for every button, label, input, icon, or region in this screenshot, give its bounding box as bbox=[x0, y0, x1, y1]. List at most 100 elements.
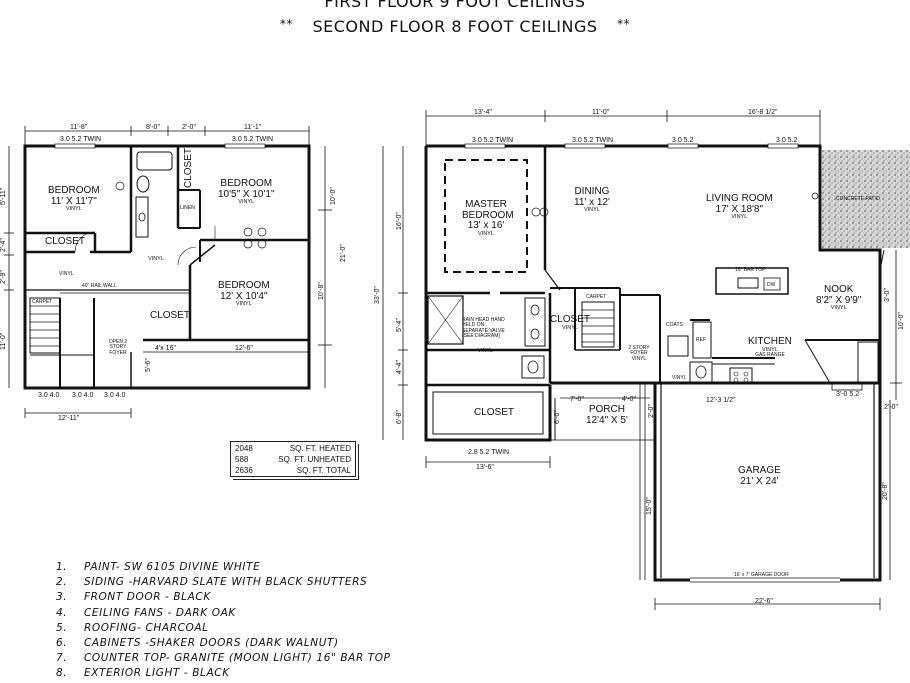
finish-notes-list: 1. PAINT- SW 6105 DIVINE WHITE 2.SIDING -… bbox=[56, 561, 391, 683]
window-spec: 3.0 4.0 bbox=[72, 392, 94, 399]
room-master-bedroom: MASTER BEDROOM 13' x 16' VINYL bbox=[462, 199, 514, 237]
dim-top: 13'-4" bbox=[474, 109, 492, 116]
dim-left: 5'-11" bbox=[0, 187, 7, 205]
window-spec: 3.0 5.2 TWIN bbox=[232, 136, 274, 143]
dim-garage-left: 15'-0" bbox=[646, 497, 653, 515]
window-spec: 3'-0 5.2 bbox=[836, 391, 860, 398]
room-floor: VINYL bbox=[238, 199, 255, 205]
note-text: COUNTER TOP- GRANITE (MOON LIGHT) 16" BA… bbox=[84, 652, 391, 665]
note-number: 1. bbox=[56, 561, 68, 573]
note-item: 6. CABINETS -SHAKER DOORS (DARK WALNUT) bbox=[56, 637, 391, 652]
note-item: 8.EXTERIOR LIGHT - BLACK bbox=[56, 667, 391, 682]
linen-label: LINEN bbox=[180, 205, 195, 211]
note-number: 6. bbox=[56, 636, 68, 649]
carpet-label: CARPET bbox=[32, 299, 53, 305]
dim-garage-bottom: 22'-6" bbox=[755, 598, 773, 605]
note-number: 3. bbox=[56, 591, 68, 604]
ceiling-note-second-floor: SECOND FLOOR 8 FOOT CEILINGS bbox=[312, 17, 598, 36]
window-spec: 3.0 5.2 bbox=[672, 137, 694, 144]
window-spec: 3.0 5.2 TWIN bbox=[472, 137, 514, 144]
room-name: GARAGE bbox=[738, 465, 781, 476]
floor-label: VINYL bbox=[478, 348, 493, 354]
dim-bottom: 13'-6" bbox=[476, 464, 494, 471]
room-size: 12' X 10'4" bbox=[220, 290, 268, 302]
room-floor: VINYL bbox=[478, 230, 494, 237]
dim-left: 16'-0" bbox=[396, 212, 403, 230]
note-text: ROOFING- CHARCOAL bbox=[84, 621, 209, 634]
shower-note: RAIN HEAD HAND HELD ON SEPARATE VALVE (S… bbox=[462, 317, 505, 339]
carpet-label: CARPET bbox=[586, 294, 607, 300]
dim-mid: 2'-0" bbox=[648, 404, 655, 418]
star-mark: ** bbox=[292, 0, 305, 6]
garage-door-label: 16' x 7' GARAGE DOOR bbox=[734, 572, 789, 578]
note-item: 2.SIDING -HARVARD SLATE WITH BLACK SHUTT… bbox=[56, 576, 391, 591]
dim-top: 16'-8 1/2" bbox=[748, 109, 778, 116]
window-spec: 2.8 5.2 TWIN bbox=[468, 449, 510, 456]
note-number: 5. bbox=[56, 621, 68, 634]
sqft-row: 2636 SQ. FT. TOTAL bbox=[235, 465, 351, 476]
note-text: CABINETS -SHAKER DOORS (DARK WALNUT) bbox=[84, 636, 339, 649]
dim-top: 11'-8" bbox=[70, 124, 88, 131]
room-name: PORCH bbox=[588, 404, 625, 415]
room-bedroom-left: BEDROOM 11' X 11'7" VINYL bbox=[48, 185, 100, 213]
dim-left-total: 33'-0" bbox=[374, 286, 381, 304]
room-name: MASTER BEDROOM bbox=[462, 199, 514, 221]
room-size: 13' x 16' bbox=[467, 220, 505, 231]
room-note: GAS RANGE bbox=[755, 352, 785, 359]
room-size: 11' x 12' bbox=[574, 196, 610, 208]
first-floor-plan bbox=[382, 110, 910, 610]
sqft-value: 2636 bbox=[235, 466, 253, 475]
sqft-value: 588 bbox=[235, 455, 249, 464]
dim-small: 5'-6" bbox=[145, 358, 152, 372]
dim-mid: 6'-0" bbox=[554, 410, 561, 424]
room-garage: GARAGE 21' X 24' bbox=[738, 465, 781, 487]
patio-label: CONCRETE PATIO bbox=[836, 196, 880, 202]
room-floor: VINYL bbox=[631, 355, 647, 362]
star-mark: ** bbox=[279, 17, 293, 31]
closet-label: CLOSET bbox=[183, 147, 194, 188]
dim-left: 5'-4" bbox=[396, 318, 403, 332]
room-name: DINING bbox=[574, 186, 610, 197]
room-floor: VINYL bbox=[562, 324, 578, 331]
room-floor: VINYL bbox=[65, 206, 82, 212]
star-mark: ** bbox=[617, 17, 631, 31]
room-nook: NOOK 8'2" X 9'9" VINYL bbox=[816, 284, 861, 312]
fridge-label: REF bbox=[696, 337, 706, 343]
dim-top: 11'-1" bbox=[244, 124, 262, 131]
room-size: 11' X 11'7" bbox=[50, 195, 97, 207]
room-dining: DINING 11' x 12' VINYL bbox=[574, 186, 610, 214]
sqft-label: SQ. FT. TOTAL bbox=[296, 466, 351, 475]
dim-bottom: 12'-11" bbox=[58, 415, 80, 422]
note-text: PAINT- SW 6105 DIVINE WHITE bbox=[84, 561, 261, 573]
room-floor: VINYL bbox=[830, 305, 847, 311]
dim-garage-right: 20'-8" bbox=[882, 482, 889, 500]
window-spec: 3.0 5.2 bbox=[776, 137, 798, 144]
dim-left: 2'-9" bbox=[0, 270, 7, 284]
room-name: LIVING ROOM bbox=[706, 193, 773, 204]
dim-mid: 7'-0" bbox=[570, 396, 584, 403]
room-bedroom-top: BEDROOM 10'5" X 10'1" VINYL bbox=[218, 178, 275, 206]
note-item: 7.COUNTER TOP- GRANITE (MOON LIGHT) 16" … bbox=[56, 652, 391, 667]
room-name: KITCHEN bbox=[748, 336, 792, 347]
star-mark: ** bbox=[605, 0, 618, 6]
floor-label: VINYL bbox=[672, 375, 687, 381]
room-size: 17' X 18'8" bbox=[715, 203, 764, 215]
ceiling-note-first-floor: FIRST FLOOR 9 FOOT CEILINGS bbox=[324, 0, 586, 11]
dim-mid: 12'-3 1/2" bbox=[706, 397, 736, 404]
room-porch: PORCH 12'4" X 5' bbox=[586, 404, 628, 426]
dim-right: 2'-0" bbox=[884, 404, 898, 411]
dishwasher-label: DW bbox=[767, 282, 776, 288]
room-kitchen: KITCHEN VINYL GAS RANGE bbox=[748, 336, 792, 359]
note-text: CEILING FANS - DARK OAK bbox=[84, 606, 236, 619]
room-floor: VINYL bbox=[583, 207, 600, 213]
dim-right: 10'-0" bbox=[898, 312, 905, 330]
foyer-label-group: 2 STORY FOYER VINYL bbox=[624, 345, 654, 362]
dim-left: 4'-4" bbox=[396, 360, 403, 374]
room-living: LIVING ROOM 17' X 18'8" VINYL bbox=[706, 193, 773, 221]
rail-note: 40" RAIL WALL bbox=[82, 283, 117, 289]
dim-right: 10'-8" bbox=[318, 282, 325, 300]
note-text: FRONT DOOR - BLACK bbox=[84, 591, 211, 604]
hall-floor-label: VINYL bbox=[148, 256, 164, 262]
